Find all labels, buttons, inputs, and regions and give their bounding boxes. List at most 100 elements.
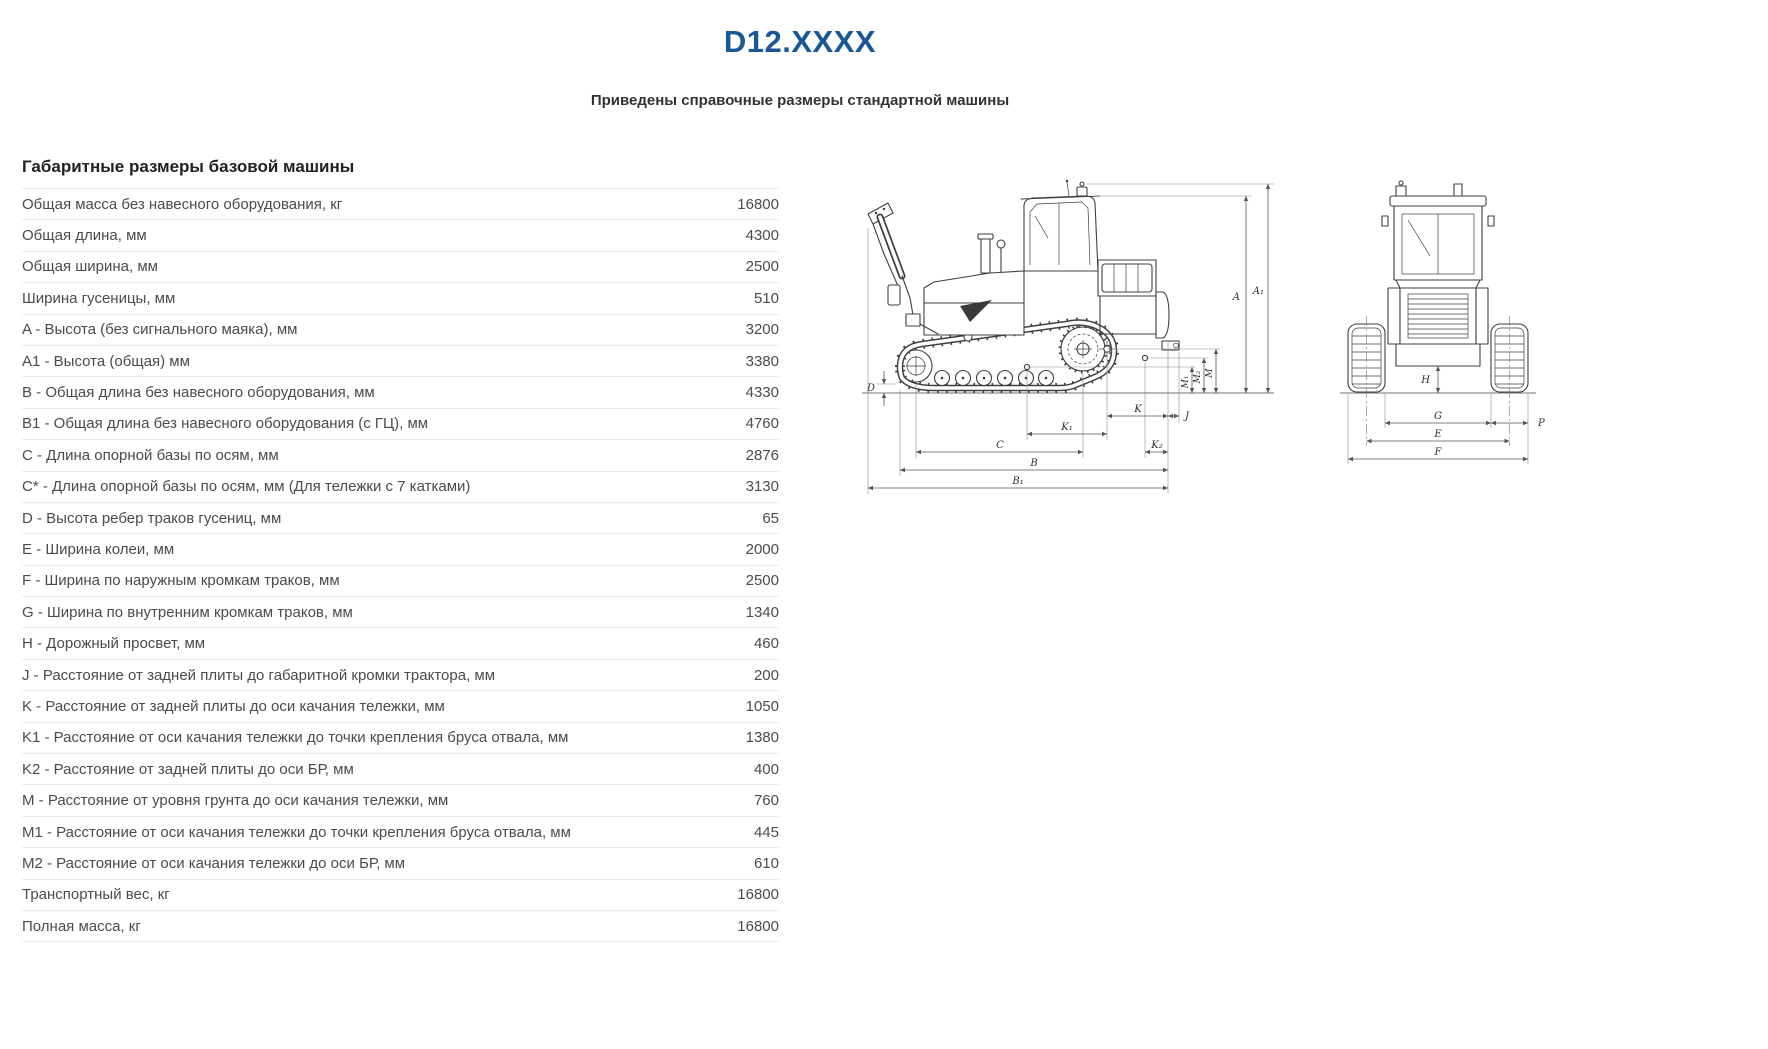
spec-row: E - Ширина колеи, мм 2000 (22, 534, 779, 566)
spec-row: Общая длина, мм 4300 (22, 220, 779, 252)
spec-row: Ширина гусеницы, мм 510 (22, 283, 779, 315)
cab (1020, 179, 1101, 272)
spec-value: 200 (753, 666, 779, 684)
front-machine (1347, 180, 1529, 446)
spec-label: Ширина гусеницы, мм (22, 289, 176, 307)
front-cab (1381, 180, 1495, 281)
front-view: H G P E F (1340, 180, 1545, 464)
section-title: Габаритные размеры базовой машины (22, 157, 355, 176)
spec-value: 2000 (745, 540, 779, 558)
spec-label: M1 - Расстояние от оси качания тележки д… (22, 823, 571, 841)
rear-module (1097, 259, 1180, 351)
spec-value: 16800 (737, 886, 779, 904)
antenna (1066, 181, 1070, 197)
track-rollers (933, 326, 1055, 387)
spec-label: K - Расстояние от задней плиты до оси ка… (22, 697, 445, 715)
side-dimensions: A A₁ D M₁ M₂ M (866, 183, 1274, 494)
spec-label: K2 - Расстояние от задней плиты до оси Б… (22, 760, 354, 778)
dim-label-P: P (1537, 418, 1545, 429)
hitch (1161, 340, 1180, 351)
spec-value: 16800 (737, 917, 779, 935)
mirror-left (1381, 215, 1389, 227)
spec-label: M2 - Расстояние от оси качания тележки д… (22, 854, 406, 872)
spec-label: B1 - Общая длина без навесного оборудова… (22, 415, 429, 433)
spec-label: Общая длина, мм (22, 227, 147, 245)
spec-row: C* - Длина опорной базы по осям, мм (Для… (22, 472, 779, 503)
beacon (1076, 186, 1088, 197)
spec-row: J - Расстояние от задней плиты до габари… (22, 660, 779, 692)
spec-row: Общая масса без навесного оборудования, … (22, 189, 779, 221)
spec-value: 1340 (745, 603, 779, 621)
fuel-tank (1101, 263, 1153, 293)
spec-value: 460 (753, 635, 779, 653)
spec-value: 16800 (737, 195, 779, 213)
spec-label: H - Дорожный просвет, мм (22, 635, 206, 653)
spec-label: M - Расстояние от уровня грунта до оси к… (22, 792, 449, 810)
machine-drawing: A A₁ D M₁ M₂ M (862, 179, 1545, 494)
radiator-grille (1407, 293, 1469, 339)
spec-value: 3380 (745, 352, 779, 370)
spec-value: 4300 (745, 227, 779, 245)
precleaner (996, 239, 1006, 249)
spec-label: D - Высота ребер траков гусениц, мм (22, 509, 282, 527)
spec-row: K2 - Расстояние от задней плиты до оси Б… (22, 754, 779, 786)
front-body (1387, 279, 1489, 367)
spec-value: 445 (753, 823, 779, 841)
spec-value: 760 (753, 792, 779, 810)
front-dimensions: H G P E F (1347, 366, 1545, 464)
spec-label: Транспортный вес, кг (22, 886, 170, 904)
spec-label: B - Общая длина без навесного оборудован… (22, 384, 375, 402)
spec-row: G - Ширина по внутренним кромкам траков,… (22, 597, 779, 629)
side-machine (867, 179, 1180, 393)
mirror-right (1487, 215, 1495, 227)
dim-label-G: G (1434, 411, 1442, 422)
dim-label-M2: M₂ (1193, 370, 1203, 384)
spec-value: 4330 (745, 384, 779, 402)
spec-row: K1 - Расстояние от оси качания тележки д… (22, 723, 779, 755)
wiper-front (1407, 219, 1431, 257)
dim-label-E: E (1433, 429, 1442, 440)
spec-row: H - Дорожный просвет, мм 460 (22, 628, 779, 660)
spec-row: A1 - Высота (общая) мм 3380 (22, 346, 779, 378)
dim-label-K: K (1133, 404, 1142, 415)
spec-label: Полная масса, кг (22, 917, 141, 935)
dim-label-C: C (996, 440, 1004, 451)
spec-value: 1380 (745, 729, 779, 747)
exhaust-stack (980, 237, 991, 274)
track (894, 317, 1120, 393)
spec-row: F - Ширина по наружным кромкам траков, м… (22, 566, 779, 598)
dim-label-K2: K₂ (1150, 440, 1162, 451)
dim-label-K1: K₁ (1060, 422, 1072, 433)
dim-label-F: F (1434, 447, 1443, 458)
spec-row: M2 - Расстояние от оси качания тележки д… (22, 848, 779, 880)
page-subtitle: Приведены справочные размеры стандартной… (590, 92, 1010, 109)
spec-label: J - Расстояние от задней плиты до габари… (22, 666, 496, 684)
side-view: A A₁ D M₁ M₂ M (862, 179, 1274, 494)
spec-label: C* - Длина опорной базы по осям, мм (Для… (22, 478, 471, 496)
spec-label: C - Длина опорной базы по осям, мм (22, 446, 279, 464)
spec-row: B - Общая длина без навесного оборудован… (22, 377, 779, 409)
dim-label-B1: B₁ (1011, 476, 1023, 487)
spec-value: 510 (753, 289, 779, 307)
beacon-front (1395, 185, 1407, 197)
spec-value: 2500 (745, 258, 779, 276)
spec-value: 3130 (745, 478, 779, 496)
engine-hood (923, 233, 1025, 336)
spec-row: B1 - Общая длина без навесного оборудова… (22, 409, 779, 441)
spec-label: G - Ширина по внутренним кромкам траков,… (22, 603, 353, 621)
spec-label: A1 - Высота (общая) мм (22, 352, 190, 370)
exhaust-front (1453, 183, 1463, 197)
front-lift-frame (867, 202, 939, 335)
spec-value: 65 (762, 509, 779, 527)
counterweight (1155, 291, 1170, 339)
spec-value: 400 (753, 760, 779, 778)
spec-row: M - Расстояние от уровня грунта до оси к… (22, 785, 779, 817)
spec-row: Транспортный вес, кг 16800 (22, 880, 779, 911)
dim-label-B: B (1029, 458, 1037, 469)
spec-label: E - Ширина колеи, мм (22, 540, 175, 558)
spec-table: Общая масса без навесного оборудования, … (22, 188, 779, 943)
dim-label-M1: M₁ (1181, 376, 1191, 390)
wiper (1034, 215, 1049, 239)
